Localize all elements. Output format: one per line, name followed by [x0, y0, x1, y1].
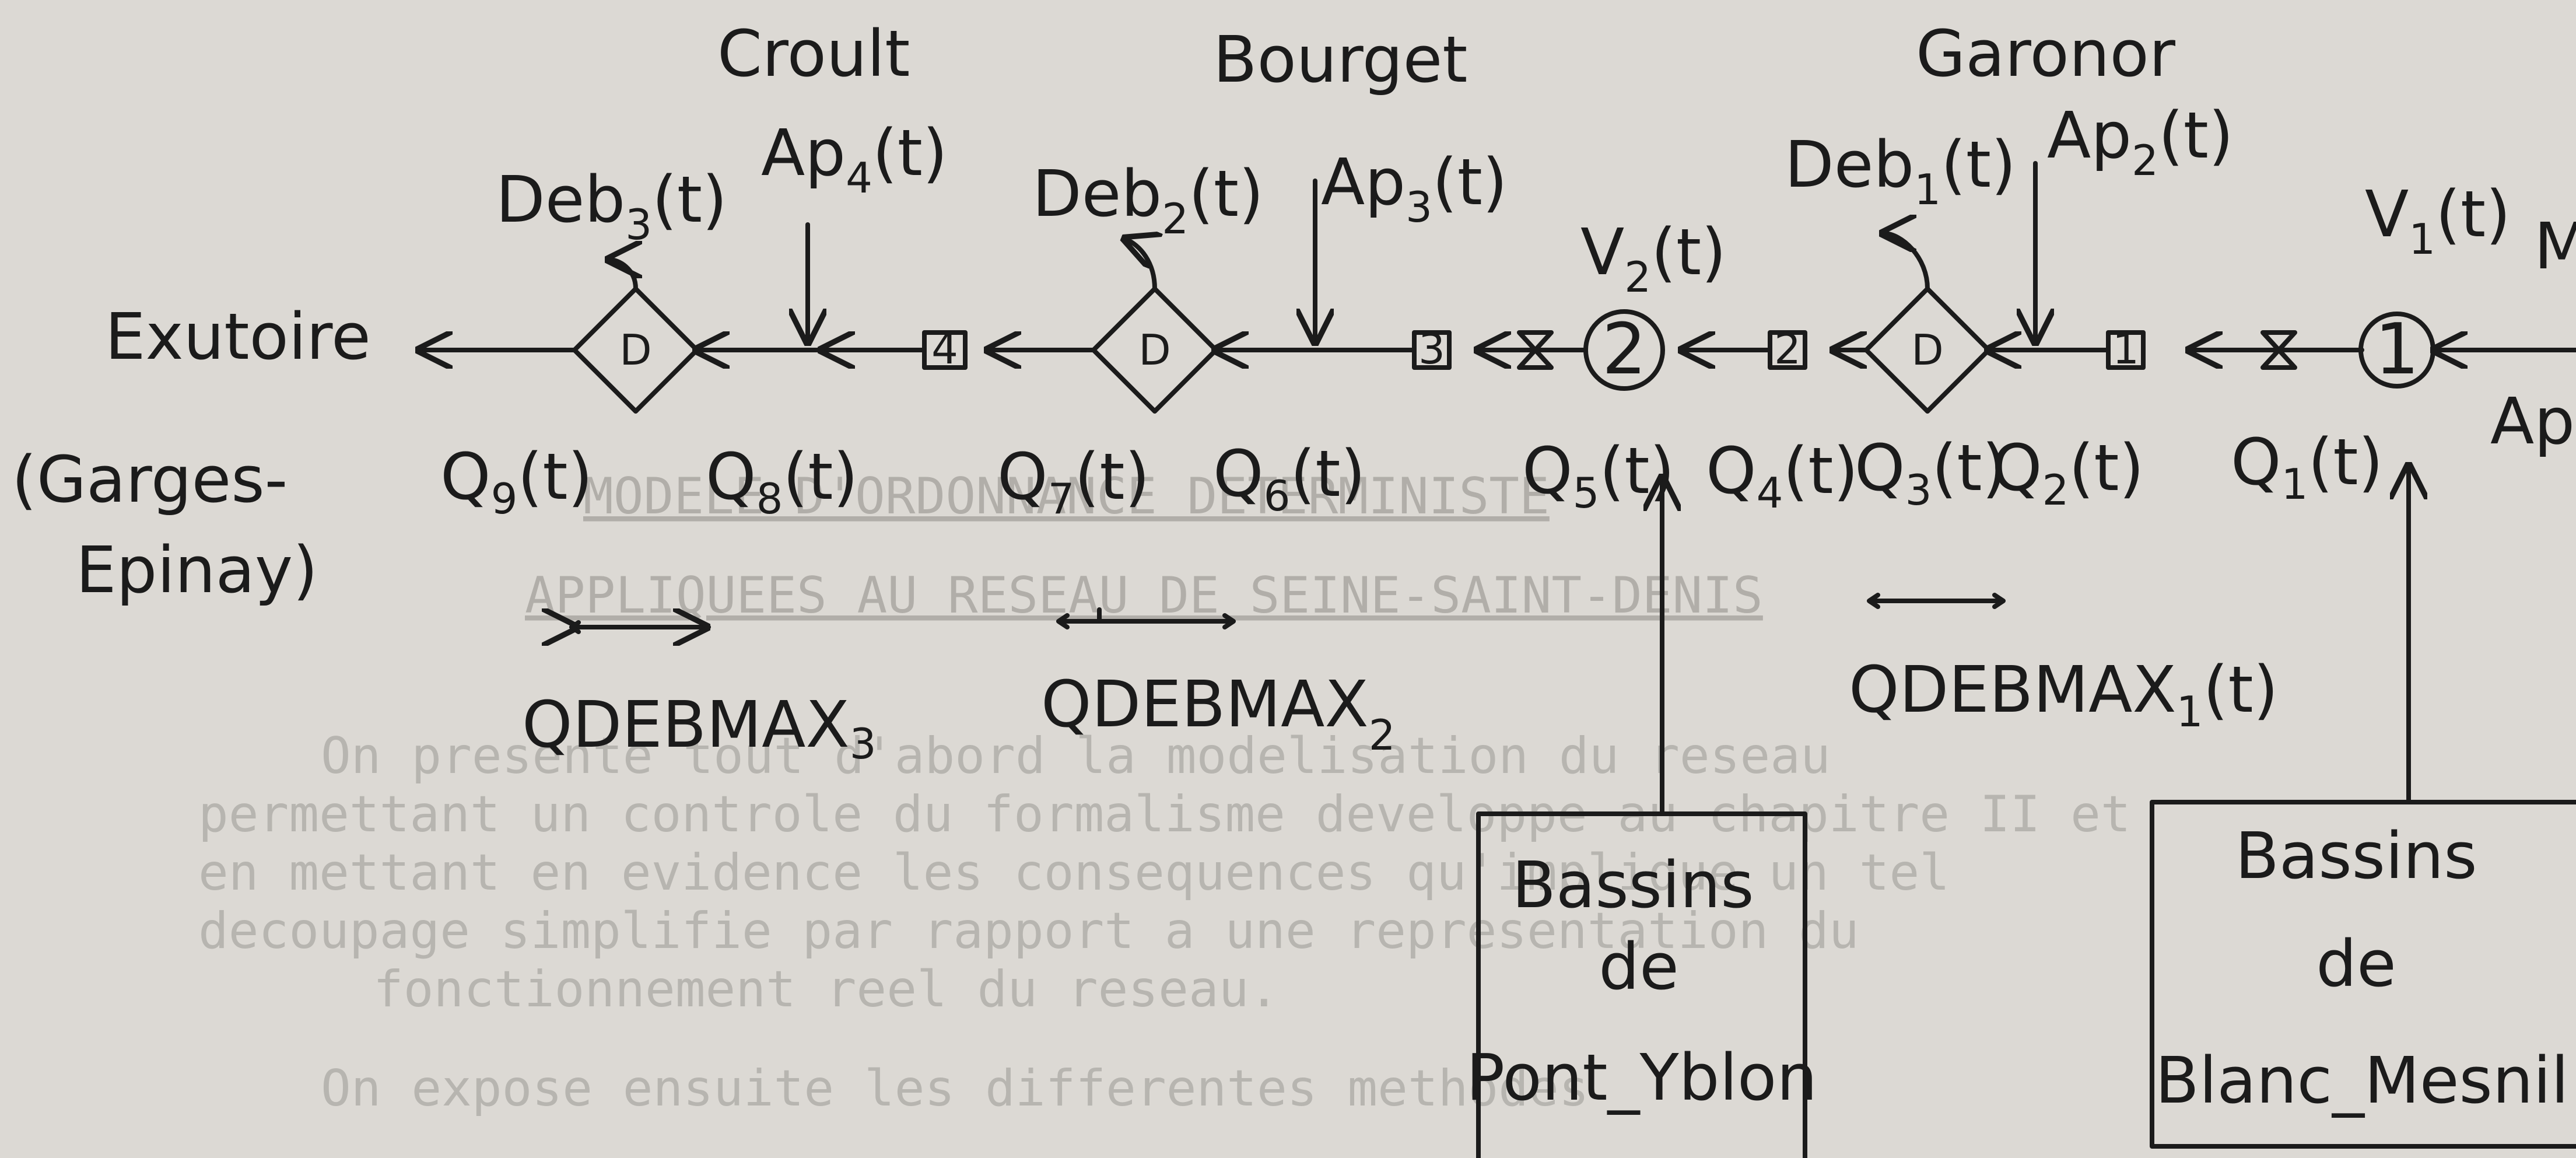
delay-box-3: 3: [1412, 324, 1452, 373]
delay-box-3-frame: [1412, 330, 1452, 370]
ghost-line-6: On expose ensuite les differentes method…: [321, 1059, 1589, 1118]
flow-q7: Q7(t): [997, 439, 1149, 523]
diverter-1-symbol: D: [1911, 326, 1943, 375]
label-ap2-text: Ap2(t): [2047, 98, 2234, 185]
flow-q3: Q3(t): [1855, 431, 2007, 515]
delay-box-4-frame: [922, 330, 968, 370]
ghost-line-5: fonctionnement reel du reseau.: [373, 960, 1279, 1019]
delay-box-2-label: 2: [1774, 324, 1801, 373]
outlet-detail-line2: Epinay): [76, 533, 318, 607]
delay-box-2-frame: [1768, 330, 1807, 370]
station-bourget: Bourget: [1213, 22, 1467, 97]
flow-labels: Q9(t) Q8(t) Q7(t) Q6(t) Q5(t) Q4(t) Q3(t…: [440, 425, 2383, 523]
reservoir-v2-circle: [1583, 309, 1665, 391]
basin-blanc-mesnil-line1: Bassins: [2235, 818, 2477, 893]
qdebmax1-arrowheads: [1867, 593, 2006, 609]
label-deb1-text: Deb1(t): [1785, 127, 2016, 214]
reservoir-v2: 2: [1517, 309, 1665, 391]
label-v2-text: V2(t): [1580, 215, 1726, 302]
limit-qdebmax2: QDEBMAX2: [1041, 667, 1396, 760]
delay-box-4-label: 4: [931, 324, 958, 373]
valve-1-icon: [2260, 330, 2297, 370]
reservoir-v1-node: 1: [2375, 309, 2419, 390]
diverter-1: D: [1864, 233, 1991, 414]
delay-box-1-frame: [2106, 330, 2146, 370]
label-ap1-text: Ap1: [2490, 384, 2576, 471]
diverter-3-diamond: [572, 286, 699, 414]
label-deb1: Deb1(t): [1785, 127, 2016, 214]
overflow-2-arrow: [1126, 239, 1155, 291]
basin-blanc-mesnil-line2: de: [2316, 926, 2396, 1001]
basin-pont-yblon-frame: [1476, 811, 1807, 1158]
ghost-line-3: en mettant en evidence les consequences …: [198, 844, 1950, 902]
reservoir-v2-node: 2: [1602, 309, 1646, 390]
flow-q4: Q4(t): [1706, 433, 1858, 517]
label-ap3-text: Ap3(t): [1321, 145, 1508, 232]
ghost-heading-1: MODELE D'ORDONNANCE DETERMINISTE: [583, 467, 1550, 526]
label-deb2-text: Deb2(t): [1032, 156, 1264, 243]
overflow-3-arrow: [609, 260, 636, 291]
delay-box-1-label: 1: [2112, 324, 2139, 373]
basin-blanc-mesnil-frame: [2150, 800, 2576, 1149]
flow-q6: Q6(t): [1213, 436, 1365, 520]
ghost-line-1: On presente tout d'abord la modelisation…: [321, 727, 1831, 785]
flow-q1: Q1(t): [2231, 425, 2383, 509]
edge-fragment: M: [2534, 209, 2576, 284]
label-deb2: Deb2(t): [1032, 156, 1264, 243]
ghost-heading-2: APPLIQUEES AU RESEAU DE SEINE-SAINT-DENI…: [525, 566, 1763, 625]
reservoir-v1: 1: [2260, 309, 2435, 390]
label-deb3-text: Deb3(t): [496, 162, 727, 249]
qdebmax3-arrowheads: [569, 620, 711, 634]
basin-blanc-mesnil: Bassins de Blanc_Mesnil: [2150, 800, 2576, 1149]
basin-pont-yblon-line2: de: [1599, 929, 1679, 1004]
outlet-detail-line1: (Garges-: [12, 442, 288, 517]
label-deb3: Deb3(t): [496, 162, 727, 249]
label-v1-text: V1(t): [2365, 177, 2511, 264]
flow-q5: Q5(t): [1522, 433, 1674, 517]
qdebmax2-arrowheads: [1056, 607, 1236, 629]
flow-q2: Q2(t): [1992, 431, 2144, 515]
basin-blanc-mesnil-line3: Blanc_Mesnil: [2155, 1043, 2568, 1118]
delay-box-1: 1: [2106, 324, 2146, 373]
limit-qdebmax1: QDEBMAX1(t): [1849, 652, 2279, 736]
station-garonor: Garonor: [1916, 16, 2176, 91]
outlet-name: Exutoire: [105, 299, 371, 374]
label-ap4-text: Ap4(t): [761, 116, 948, 202]
basin-pont-yblon-line3: Pont_Yblon: [1466, 1040, 1817, 1115]
basin-pont-yblon-line1: Bassins: [1512, 848, 1754, 922]
flow-q8: Q8(t): [706, 439, 858, 523]
valve-2-icon: [1517, 330, 1554, 370]
diverter-3: D: [572, 260, 699, 414]
delay-box-2: 2: [1768, 324, 1807, 373]
label-ap1: Ap1: [2490, 384, 2576, 471]
diverter-3-symbol: D: [619, 326, 651, 375]
label-ap3: Ap3(t): [1321, 145, 1508, 232]
ghost-line-4: decoupage simplifie par rapport a une re…: [198, 902, 1859, 960]
reservoir-v1-circle: [2358, 312, 2435, 389]
basin-pont-yblon: Bassins de Pont_Yblon: [1466, 811, 1817, 1158]
delay-box-4: 4: [922, 324, 968, 373]
label-ap2: Ap2(t): [2047, 98, 2234, 185]
diverter-2-symbol: D: [1138, 326, 1170, 375]
delay-box-3-label: 3: [1418, 324, 1445, 373]
diverter-2-diamond: [1091, 286, 1218, 414]
diverter-2: D: [1091, 239, 1218, 414]
label-ap4: Ap4(t): [761, 116, 948, 202]
station-croult: Croult: [717, 16, 910, 91]
flow-q9: Q9(t): [440, 439, 593, 523]
overflow-1-arrow: [1884, 233, 1930, 291]
ghost-line-2: permettant un controle du formalisme dev…: [198, 785, 2131, 844]
background-page-text: MODELE D'ORDONNANCE DETERMINISTE APPLIQU…: [198, 467, 2131, 1118]
limit-qdebmax3: QDEBMAX3: [522, 687, 877, 768]
label-v2: V2(t): [1580, 215, 1726, 302]
diverter-1-diamond: [1864, 286, 1991, 414]
label-v1: V1(t): [2365, 177, 2511, 264]
